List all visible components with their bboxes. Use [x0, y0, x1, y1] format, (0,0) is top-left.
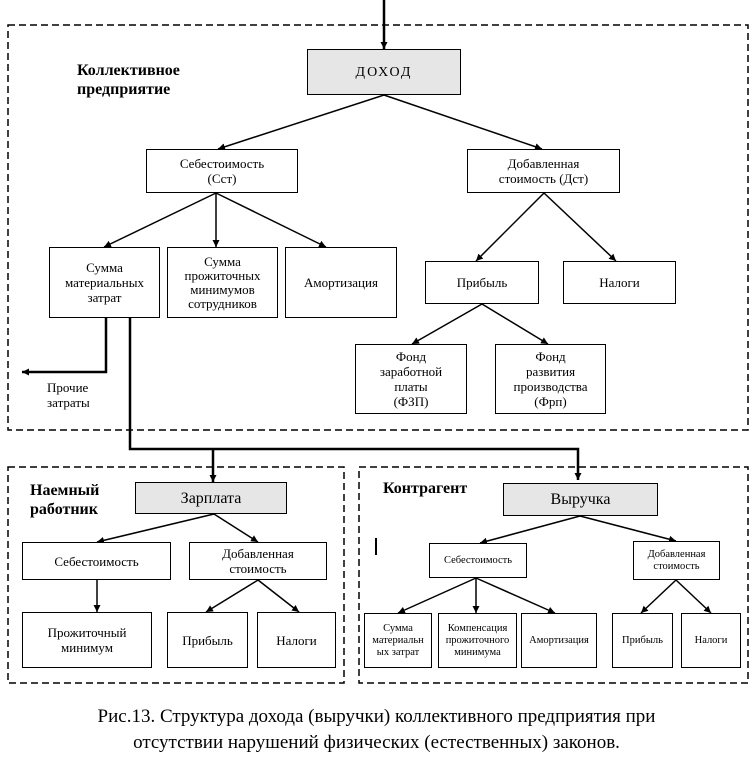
counterparty-frame [358, 466, 749, 684]
figure-caption: Рис.13. Структура дохода (выручки) колле… [97, 706, 656, 753]
counterparty-cost-box: Себестоимость [429, 543, 527, 578]
profit-box: Прибыль [425, 261, 539, 304]
revenue-box: Выручка [503, 483, 658, 516]
depreciation-box: Амортизация [285, 247, 397, 318]
collective-enterprise-label: Коллективное предприятие [77, 62, 180, 98]
employee-label: Наемный работник [30, 482, 100, 518]
wage-fund-box: Фонд заработной платы (ФЗП) [355, 344, 467, 414]
compensation-box: Компенсация прожиточного минимума [438, 613, 517, 668]
subsistence-minimum-box: Прожиточный минимум [22, 612, 152, 668]
counterparty-depreciation-box: Амортизация [521, 613, 597, 668]
subsistence-sum-box: Сумма прожиточных минимумов сотрудников [167, 247, 278, 318]
counterparty-label: Контрагент [383, 480, 468, 497]
material-costs-box: Сумма материальных затрат [49, 247, 160, 318]
employee-profit-box: Прибыль [167, 612, 248, 668]
counterparty-taxes-box: Налоги [681, 613, 741, 668]
added-value-box: Добавленная стоимость (Дст) [467, 149, 620, 193]
counterparty-added-value-box: Добавленная стоимость [633, 541, 720, 580]
salary-box: Зарплата [135, 482, 287, 514]
other-costs-label: Прочие затраты [47, 380, 90, 410]
counterparty-profit-box: Прибыль [612, 613, 673, 668]
counterparty-material-costs-box: Сумма материальн ых затрат [364, 613, 432, 668]
employee-taxes-box: Налоги [257, 612, 336, 668]
employee-cost-box: Себестоимость [22, 542, 171, 580]
development-fund-box: Фонд развития производства (Фрп) [495, 344, 606, 414]
employee-frame [7, 466, 345, 684]
income-box: ДОХОД [307, 49, 461, 95]
cost-box: Себестоимость (Сст) [146, 149, 298, 193]
connector-arrows [22, 0, 712, 614]
collective-enterprise-frame [7, 24, 749, 431]
employee-added-value-box: Добавленная стоимость [189, 542, 327, 580]
taxes-box: Налоги [563, 261, 676, 304]
